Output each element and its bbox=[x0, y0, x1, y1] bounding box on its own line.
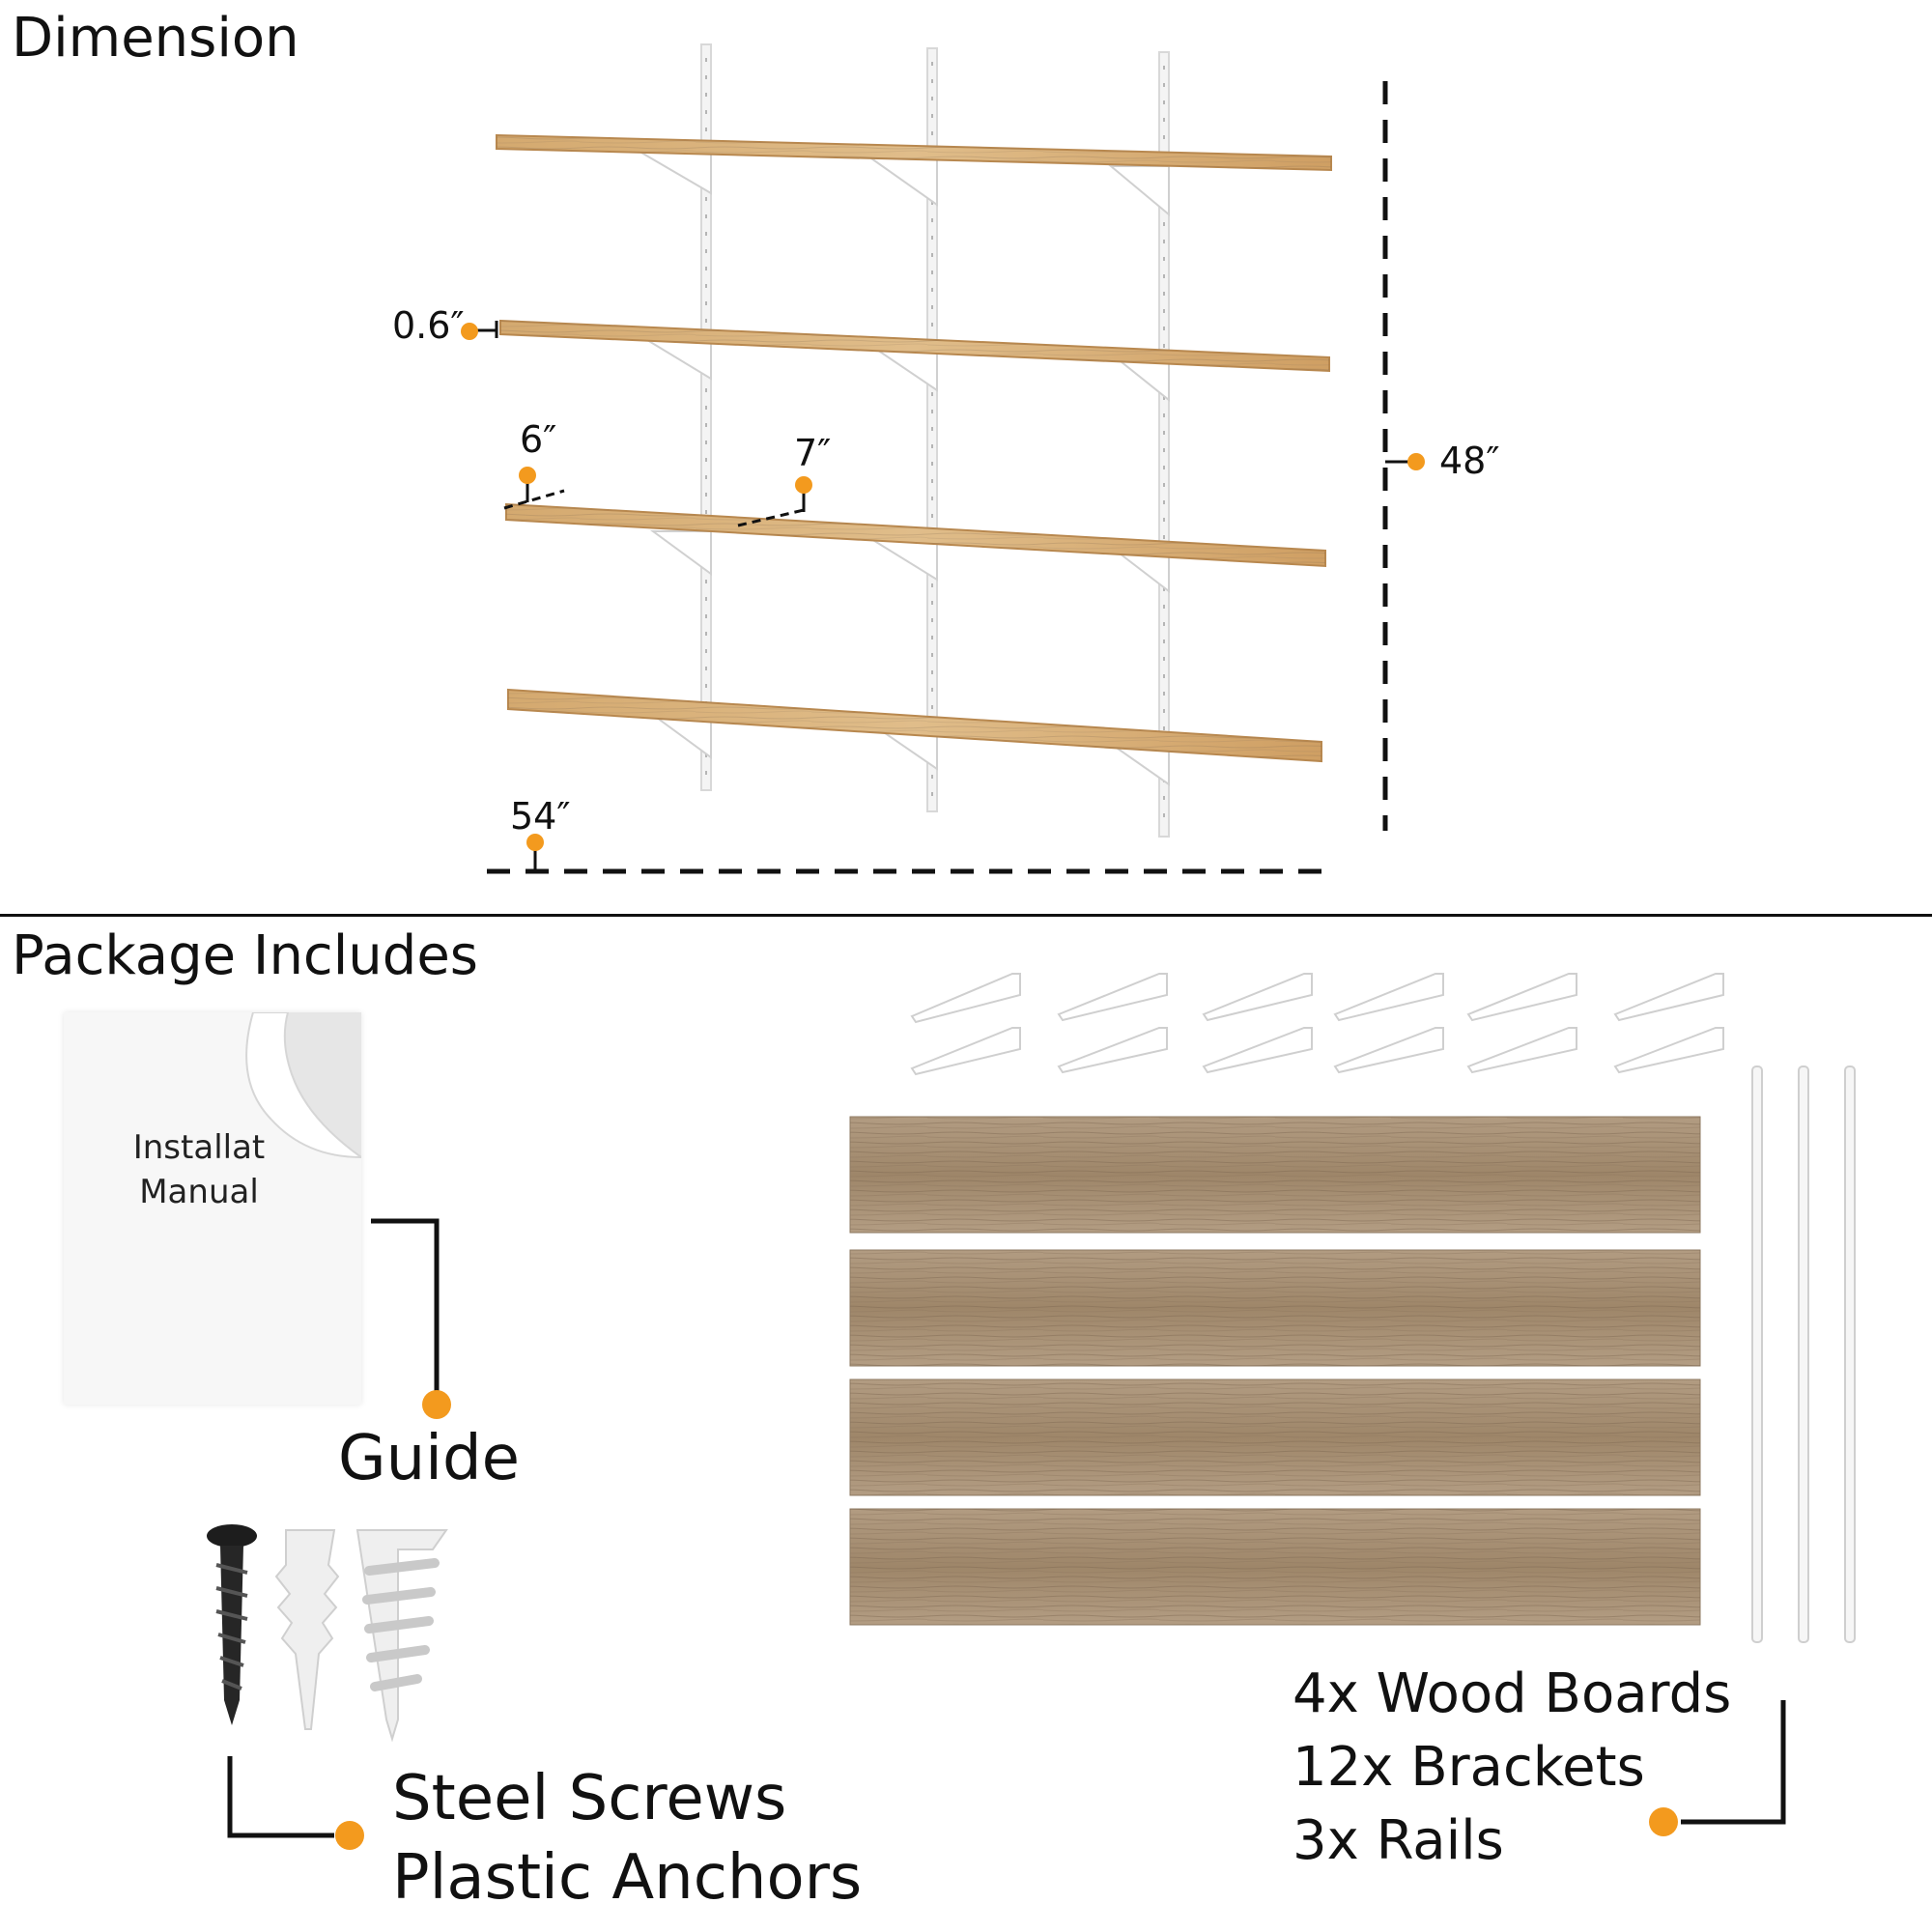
contents-line-2: 12x Brackets bbox=[1293, 1736, 1645, 1800]
guide-callout bbox=[371, 1218, 451, 1419]
package-rail-3 bbox=[1844, 1065, 1856, 1643]
plastic-anchor-icon bbox=[274, 1529, 340, 1730]
marker-dot-depth bbox=[519, 467, 536, 484]
shelf-2 bbox=[499, 319, 1330, 373]
marker-bracket bbox=[737, 476, 812, 527]
bracket-row-bottom bbox=[910, 1027, 1724, 1076]
hardware-line-2: Plastic Anchors bbox=[392, 1841, 863, 1914]
marker-dot-bracket bbox=[795, 476, 812, 494]
marker-height bbox=[1382, 81, 1425, 831]
board-4 bbox=[849, 1508, 1701, 1626]
marker-dot-width bbox=[526, 834, 544, 851]
bracket-set bbox=[910, 973, 1724, 1076]
manual-line-1: Installat bbox=[132, 1128, 266, 1167]
contents-line-1: 4x Wood Boards bbox=[1293, 1662, 1732, 1725]
installation-manual: Installat Manual bbox=[64, 1012, 361, 1405]
marker-depth bbox=[503, 467, 565, 510]
marker-thickness bbox=[461, 321, 498, 340]
shelf-1 bbox=[496, 133, 1332, 172]
marker-dot-thickness bbox=[461, 323, 478, 340]
guide-label: Guide bbox=[338, 1423, 520, 1494]
board-1 bbox=[849, 1116, 1701, 1234]
hardware-callout bbox=[227, 1756, 364, 1850]
manual-line-2: Manual bbox=[139, 1172, 259, 1211]
shelf-brackets bbox=[638, 152, 1170, 786]
marker-width bbox=[487, 834, 1323, 874]
dimension-markers bbox=[461, 81, 1425, 874]
callouts bbox=[227, 1218, 1786, 1850]
contents-label: 4x Wood Boards 12x Brackets 3x Rails bbox=[1293, 1658, 1731, 1878]
package-rail-1 bbox=[1751, 1065, 1763, 1643]
contents-line-3: 3x Rails bbox=[1293, 1809, 1504, 1873]
rail-set bbox=[1751, 1065, 1856, 1643]
shelf-3 bbox=[505, 502, 1326, 568]
wood-boards bbox=[849, 1116, 1701, 1626]
thickness-label: 0.6″ bbox=[392, 304, 465, 347]
shelves bbox=[496, 133, 1332, 763]
package-rail-2 bbox=[1798, 1065, 1809, 1643]
bracket-row-top bbox=[910, 973, 1724, 1024]
screw-icon bbox=[207, 1524, 257, 1725]
width-label: 54″ bbox=[510, 795, 571, 838]
page-curl-icon bbox=[245, 1012, 361, 1159]
hardware-label: Steel Screws Plastic Anchors bbox=[392, 1760, 862, 1918]
section-divider bbox=[0, 914, 1932, 917]
rail-left bbox=[700, 43, 712, 791]
marker-dot-height bbox=[1407, 453, 1425, 470]
height-label: 48″ bbox=[1439, 440, 1500, 482]
hardware-line-1: Steel Screws bbox=[392, 1763, 787, 1834]
board-2 bbox=[849, 1249, 1701, 1367]
dimension-heading: Dimension bbox=[12, 7, 299, 70]
drywall-anchor-icon bbox=[355, 1529, 448, 1743]
hardware bbox=[207, 1524, 448, 1743]
board-3 bbox=[849, 1378, 1701, 1496]
depth-label: 6″ bbox=[520, 418, 557, 461]
rail-right bbox=[1158, 51, 1170, 838]
bracket-depth-label: 7″ bbox=[794, 432, 832, 474]
manual-text: Installat Manual bbox=[102, 1126, 296, 1215]
contents-callout bbox=[1649, 1700, 1786, 1836]
shelf-4 bbox=[507, 688, 1322, 763]
package-heading: Package Includes bbox=[12, 924, 478, 987]
